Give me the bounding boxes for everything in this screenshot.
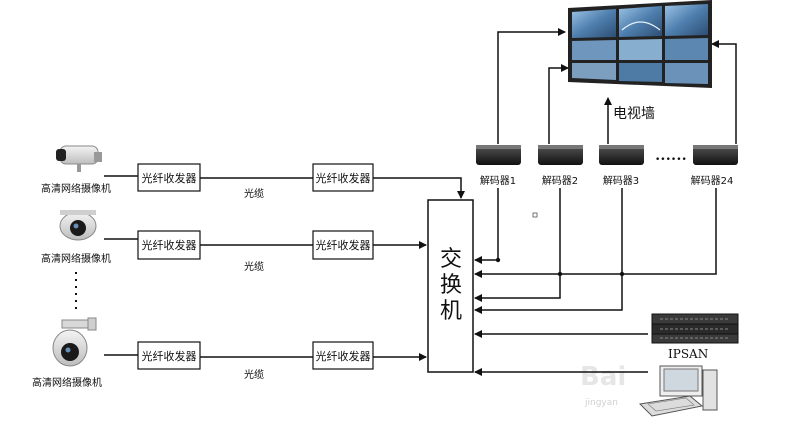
cable-label: 光缆 [244,260,264,273]
transceiver-label: 光纤收发器 [142,349,197,363]
decoder-label: 解码器24 [691,174,734,187]
camera-label-2: 高清网络摄像机 [41,252,111,265]
cable-label: 光缆 [244,187,264,200]
dome-camera-icon [59,210,97,241]
watermark-sub: jingyan [584,398,618,408]
decoder-label: 解码器2 [542,174,578,187]
camera-label-3: 高清网络摄像机 [32,376,102,389]
decoder-ellipsis: •••••• [655,155,687,165]
video-wall-label: 电视墙 [613,106,655,122]
transceiver-label: 光纤收发器 [142,171,197,185]
switch-label-char: 机 [440,299,462,324]
switch-label-char: 换 [440,273,462,298]
camera-label-1: 高清网络摄像机 [41,182,111,195]
transceiver-box [137,163,201,192]
network-switch-box [427,199,474,373]
transceiver-box [137,341,201,370]
ptz-camera-icon [52,317,97,367]
decoder-device-icon [693,145,738,165]
storage-server-icon [651,313,739,344]
decoder-device-icon [599,145,644,165]
transceiver-label: 光纤收发器 [316,238,371,252]
transceiver-box [312,341,374,370]
cable-label: 光缆 [244,368,264,381]
watermark-logo: Bai [580,362,626,392]
bullet-camera-icon [56,145,102,172]
decoder-label: 解码器3 [603,174,639,187]
decoder-device-icon [476,145,521,165]
transceiver-label: 光纤收发器 [316,349,371,363]
transceiver-label: 光纤收发器 [316,171,371,185]
decoder-device-icon [538,145,583,165]
transceiver-box [312,163,374,192]
storage-label: IPSAN [668,347,708,361]
switch-label-char: 交 [440,247,462,272]
transceiver-box [312,230,374,260]
computer-workstation-icon [638,365,718,417]
decoder-label: 解码器1 [480,174,516,187]
transceiver-label: 光纤收发器 [142,238,197,252]
transceiver-box [137,230,201,260]
video-wall-icon [568,0,712,88]
